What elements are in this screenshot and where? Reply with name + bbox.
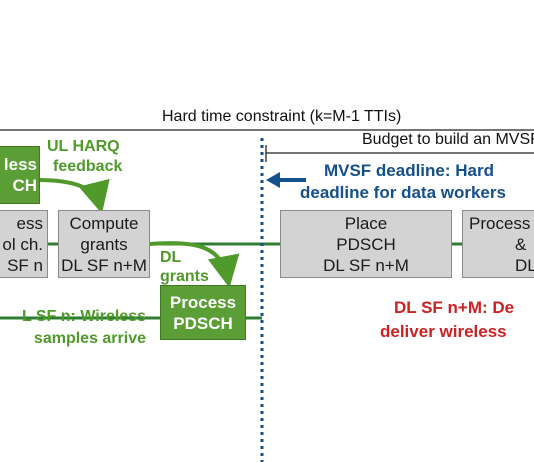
dl-deadline-line2: deliver wireless	[380, 322, 507, 341]
ul-process-line1: less	[3, 155, 37, 174]
process-right-line2: &	[515, 234, 527, 254]
compute-grants-line1: Compute	[69, 213, 139, 233]
control-channel-box: ess ol ch. SF n	[0, 210, 48, 278]
constraint-label: Hard time constraint (k=M-1 TTIs)	[162, 108, 402, 125]
place-pdsch-line2: PDSCH	[336, 234, 396, 254]
mvsf-deadline-line1: MVSF deadline: Hard	[323, 161, 494, 180]
samples-arrive-line2: samples arrive	[33, 330, 146, 347]
compute-grants-line3: DL SF n+M	[61, 255, 147, 275]
control-channel-line3: SF n	[7, 255, 43, 275]
samples-arrive-label: L SF n: Wireless samples arrive	[0, 306, 146, 350]
mvsf-deadline-line2: deadline for data workers	[300, 183, 506, 202]
ul-harq-label: UL HARQ feedback	[47, 137, 122, 177]
place-pdsch-line3: DL SF n+M	[323, 255, 409, 275]
dl-grants-arrow	[149, 241, 240, 288]
dl-grants-label-line1: DL	[160, 249, 182, 266]
process-right-line1: Process	[469, 213, 531, 233]
process-pdsch-box: Process PDSCH	[160, 285, 246, 340]
dl-deadline-line1: DL SF n+M: De	[394, 298, 515, 317]
dl-grants-label-line2: grants	[160, 268, 209, 285]
place-pdsch-box: Place PDSCH DL SF n+M	[280, 210, 452, 278]
samples-arrive-line1: L SF n: Wireless	[21, 308, 146, 325]
ul-process-box: less CH	[0, 146, 40, 204]
ul-harq-label-line2: feedback	[53, 158, 123, 175]
process-right-box: Process & DL	[462, 210, 534, 278]
process-right-line3: DL	[515, 255, 534, 275]
compute-grants-line2: grants	[80, 234, 128, 254]
mvsf-deadline-label: MVSF deadline: Hard deadline for data wo…	[300, 160, 506, 204]
control-channel-line1: ess	[16, 213, 43, 233]
ul-harq-label-line1: UL HARQ	[47, 138, 120, 155]
process-pdsch-line2: PDSCH	[173, 313, 233, 333]
budget-label: Budget to build an MVSF	[362, 131, 534, 148]
ul-process-line2: CH	[12, 176, 37, 195]
dl-deadline-label: DL SF n+M: De deliver wireless	[380, 296, 514, 344]
compute-grants-box: Compute grants DL SF n+M	[58, 210, 150, 278]
control-channel-line2: ol ch.	[2, 234, 43, 254]
place-pdsch-line1: Place	[344, 213, 388, 233]
dl-grants-label: DL grants	[160, 248, 209, 286]
process-pdsch-line1: Process	[169, 292, 237, 312]
mvsf-arrow-head	[266, 172, 280, 188]
ul-harq-arrow	[37, 178, 110, 214]
